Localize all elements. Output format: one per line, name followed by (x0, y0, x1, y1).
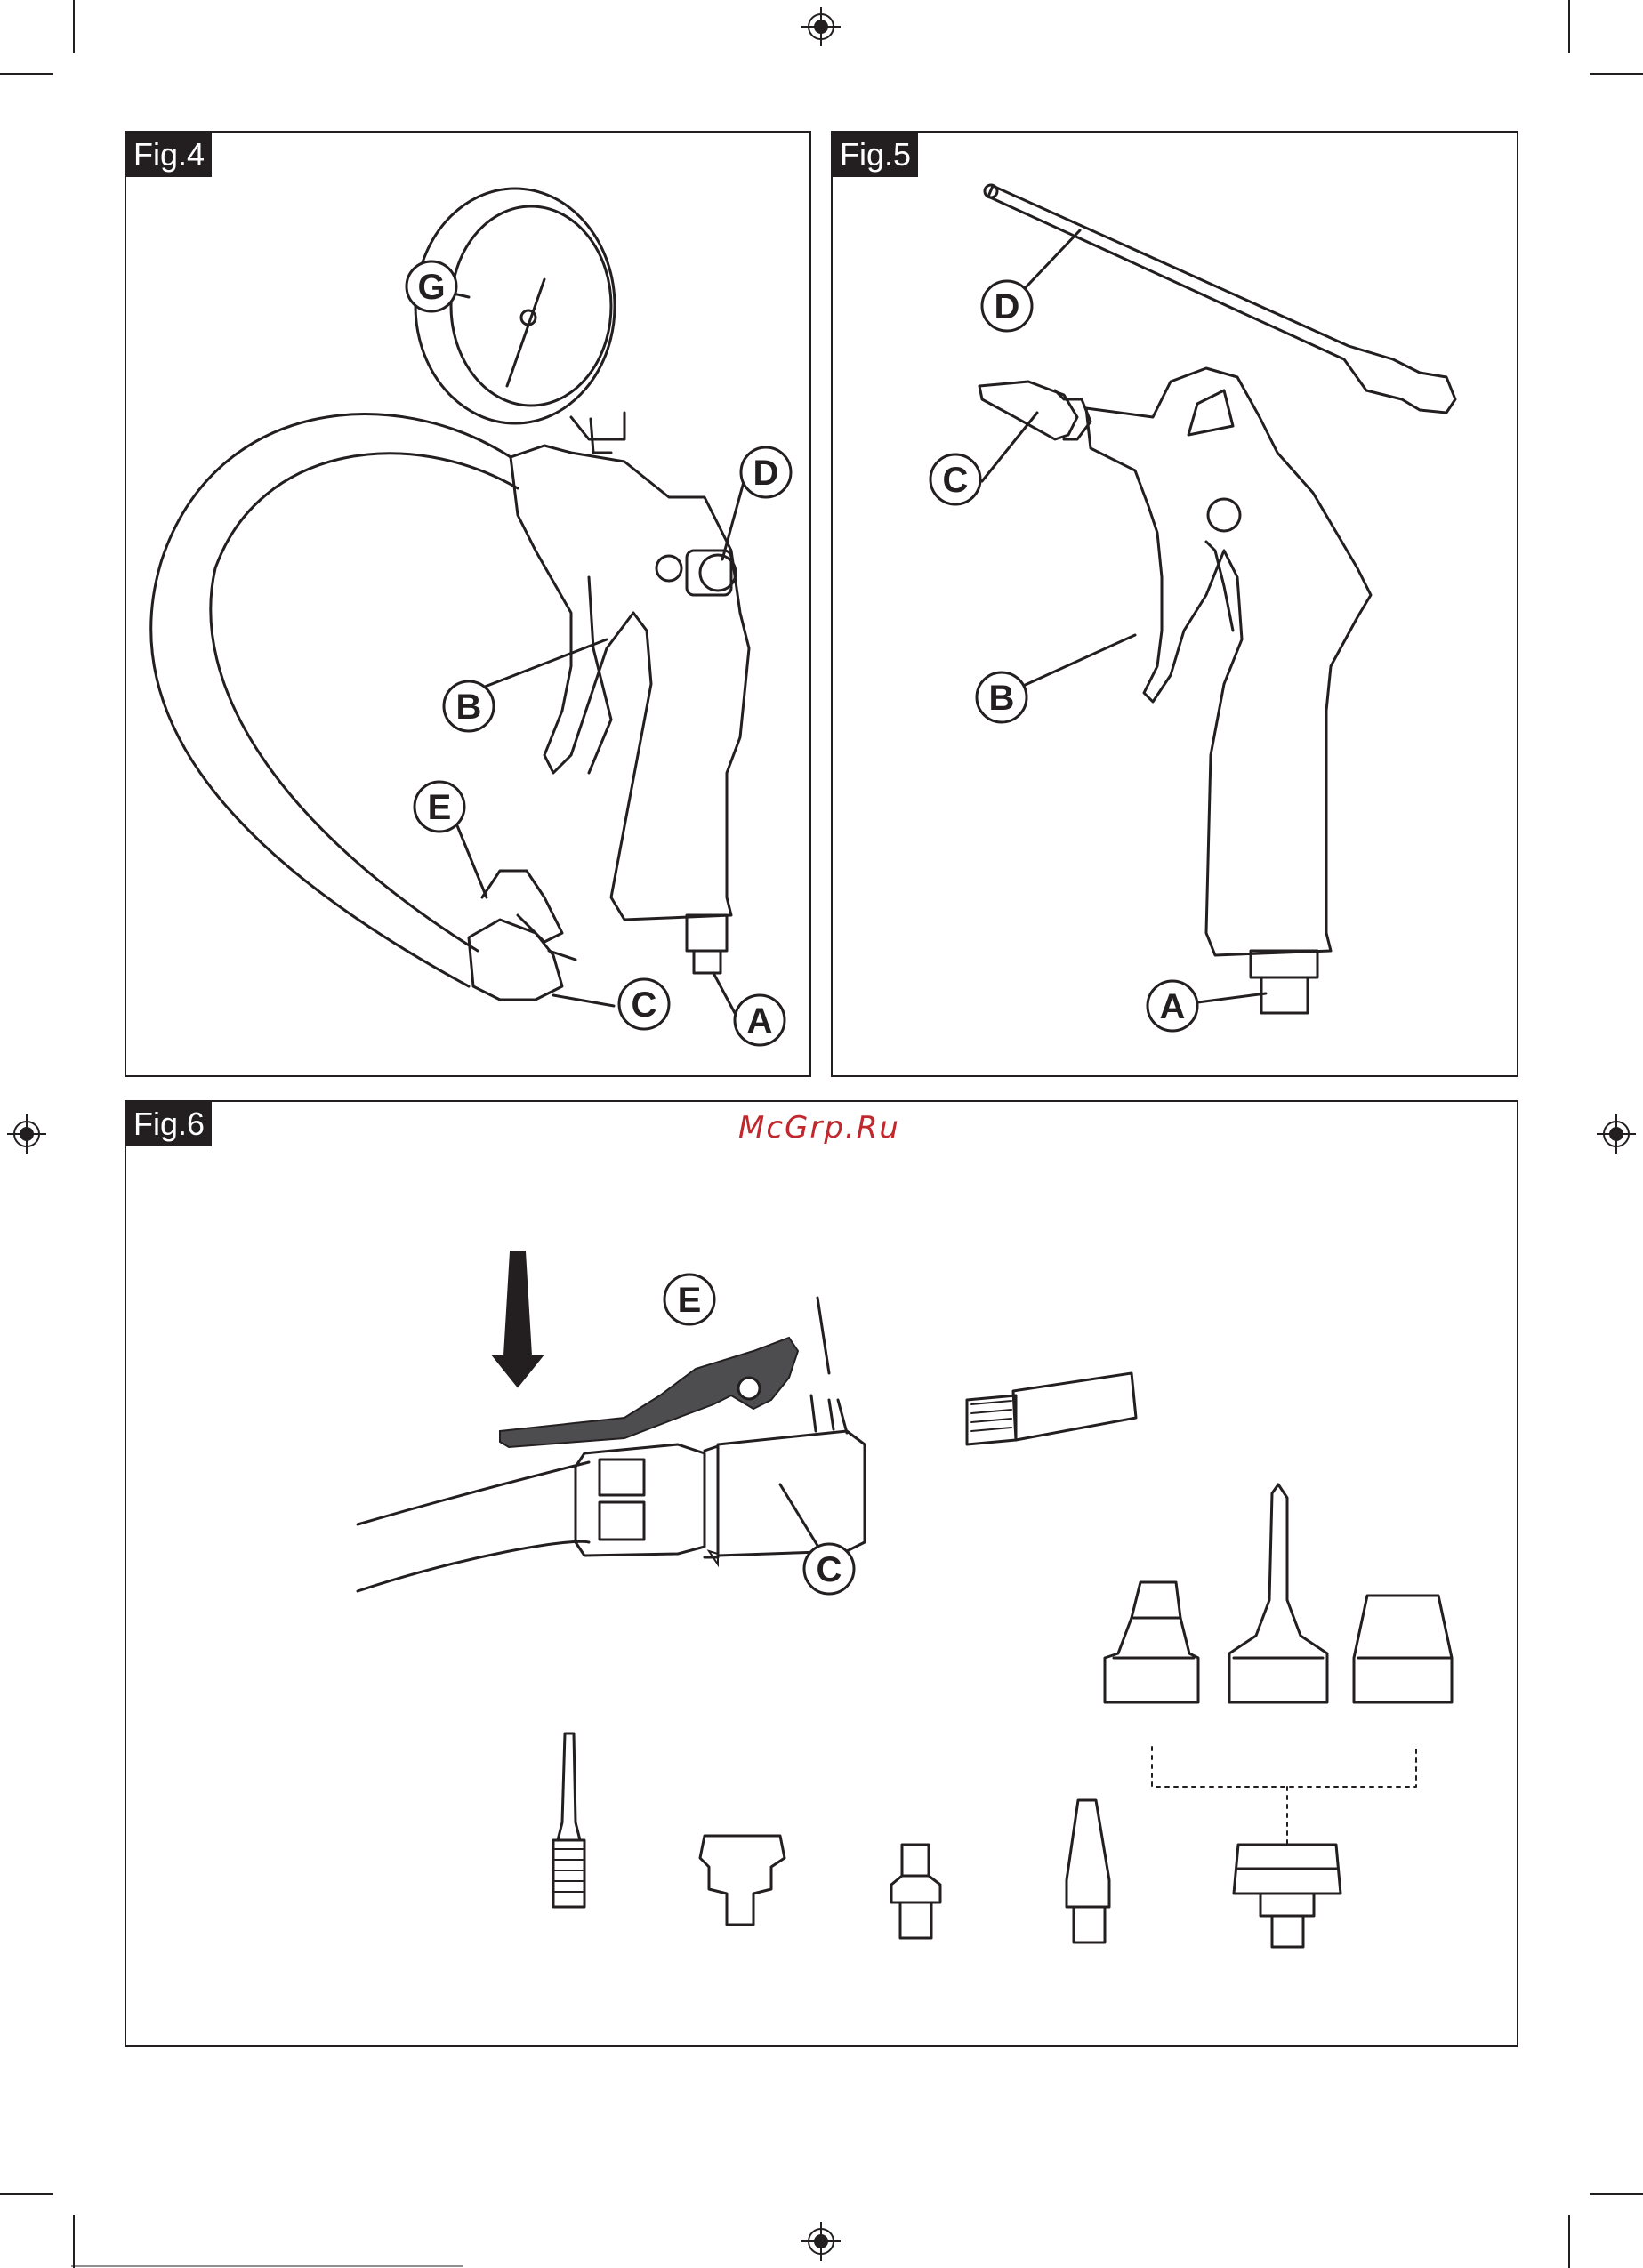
cone-nozzle (979, 382, 1077, 439)
callout-c: C (930, 454, 980, 504)
svg-text:G: G (417, 268, 445, 307)
svg-text:C: C (817, 1550, 842, 1589)
gun-body (1086, 368, 1371, 955)
registration-mark-left (7, 1114, 46, 1154)
inlet-connector (1261, 977, 1308, 1013)
inlet-connector (687, 915, 727, 951)
svg-text:D: D (995, 287, 1020, 326)
cone-adaptor (1013, 1373, 1136, 1440)
clip-chuck (469, 920, 562, 1000)
pivot-screw (1208, 499, 1240, 531)
hose-bottom (358, 1541, 589, 1591)
callout-d: D (741, 447, 791, 497)
svg-text:E: E (678, 1281, 702, 1320)
watermark: McGrp.Ru (738, 1110, 900, 1146)
callout-b: B (444, 681, 494, 731)
svg-text:D: D (753, 454, 779, 493)
registration-mark-top (801, 7, 841, 46)
callout-e: E (664, 1275, 714, 1324)
registration-mark-right (1597, 1114, 1636, 1154)
nozzle-stepped (1105, 1582, 1198, 1702)
clip-chuck-body (718, 1431, 865, 1556)
gun-body (511, 446, 749, 920)
valve-adaptor (700, 1836, 785, 1925)
callout-a: A (735, 995, 785, 1045)
callout-c: C (619, 979, 669, 1029)
figure-6-panel: Fig.6 (125, 1100, 1518, 2047)
nozzle-wide (1354, 1596, 1452, 1702)
press-arrow (493, 1251, 543, 1387)
hose-top (358, 1462, 589, 1524)
clip-chuck-and-adaptors-drawing: E C (126, 1102, 1520, 2048)
svg-text:A: A (1160, 987, 1186, 1026)
svg-text:B: B (456, 688, 482, 727)
small-cone-adaptor (902, 1845, 929, 1876)
svg-text:E: E (428, 788, 452, 827)
callout-d: D (982, 281, 1032, 331)
svg-text:A: A (747, 1001, 773, 1041)
callout-c: C (804, 1544, 854, 1594)
gauge-needle (507, 279, 544, 386)
callout-b: B (977, 672, 1027, 722)
callout-e: E (415, 782, 464, 832)
gauge-dial (451, 206, 611, 406)
svg-text:C: C (632, 985, 657, 1025)
extension-nozzle (988, 186, 1455, 413)
svg-text:C: C (943, 461, 969, 500)
callout-a: A (1148, 981, 1197, 1031)
callout-g: G (407, 261, 456, 311)
figure-5-panel: Fig.5 (831, 131, 1518, 1077)
figure-4-panel: Fig.4 (125, 131, 811, 1077)
svg-text:B: B (989, 679, 1015, 718)
blow-gun-drawing: D C B A (833, 133, 1520, 1079)
nozzle-pointed (1229, 1484, 1327, 1702)
tyre-inflator-gauge-drawing: G D B E C A (126, 133, 813, 1079)
tall-cone-adaptor (1067, 1800, 1109, 1907)
needle-adaptor (558, 1733, 580, 1840)
registration-mark-bottom (801, 2222, 841, 2261)
